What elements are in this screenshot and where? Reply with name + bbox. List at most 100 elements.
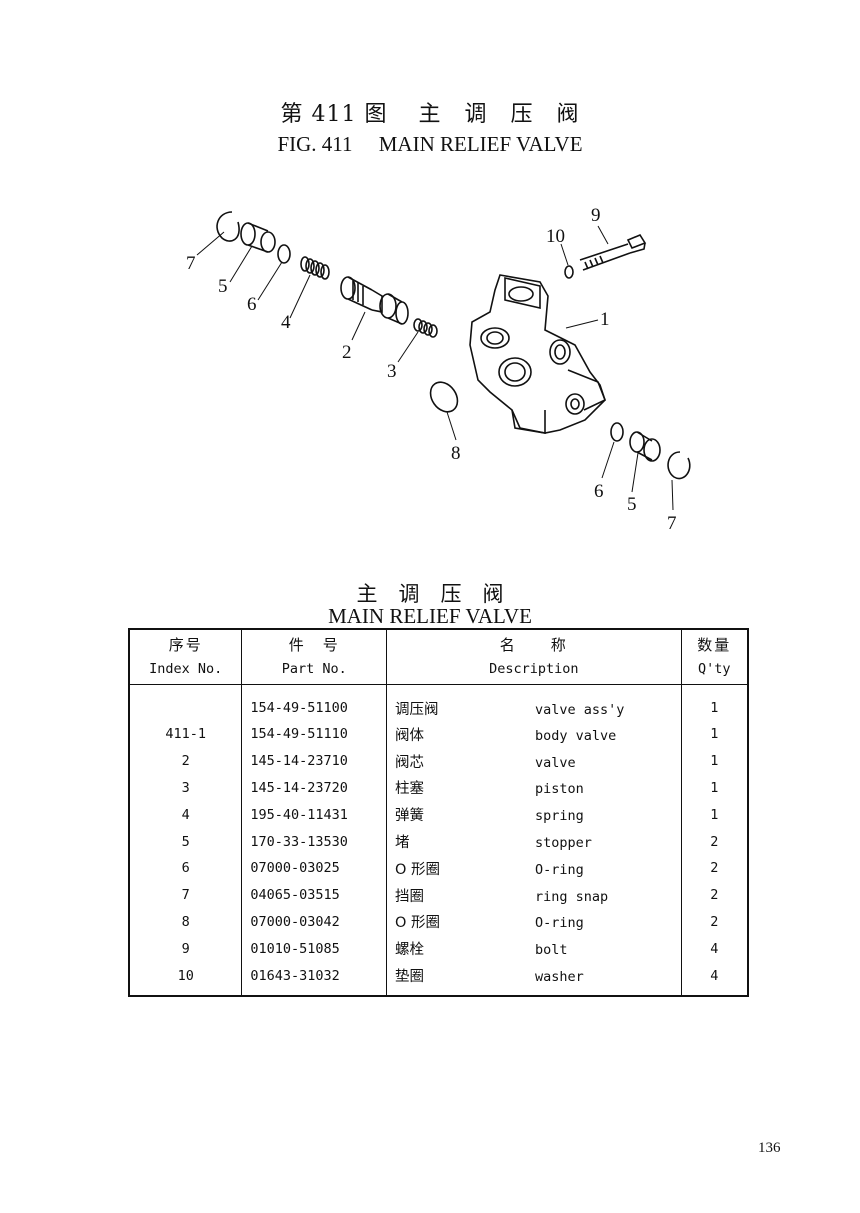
- description-en: O-ring: [535, 915, 584, 932]
- callout-5-right: 5: [627, 494, 637, 515]
- cell-index: 2: [129, 747, 243, 775]
- header-qty-en: Q'ty: [698, 661, 731, 677]
- callout-7-left: 7: [186, 253, 196, 274]
- figure-title-en: FIG. 411 MAIN RELIEF VALVE: [277, 132, 583, 156]
- cell-description: O 形圈 O-ring: [386, 908, 682, 936]
- cell-qty: 1: [710, 806, 719, 823]
- callout-10: 10: [546, 226, 565, 247]
- description-cn: 调压阀: [395, 701, 439, 718]
- description-cn: 挡圈: [395, 888, 424, 905]
- callout-5-left: 5: [218, 276, 228, 297]
- header-description-cn: 名 称: [499, 636, 568, 654]
- description-cn: 螺栓: [395, 942, 424, 959]
- figure-title-cn: 第 411 图 主 调 压 阀: [280, 102, 580, 127]
- header-description: 名 称 Description: [386, 629, 682, 685]
- o-ring-left-icon: [277, 244, 291, 264]
- description-cn: 弹簧: [395, 808, 424, 825]
- cell-description: 螺栓 bolt: [386, 935, 682, 963]
- description-en: stopper: [535, 835, 592, 852]
- cell-index: 7: [129, 881, 243, 909]
- valve-body-icon: [469, 274, 607, 434]
- cell-qty: 4: [710, 967, 719, 984]
- cell-part-no: 154-49-51110: [241, 721, 387, 748]
- snap-ring-left-icon: [216, 211, 240, 242]
- cell-part-no: 07000-03042: [241, 908, 387, 936]
- description-en: washer: [535, 969, 584, 986]
- cell-index: 9: [129, 935, 243, 963]
- cell-index: 4: [129, 801, 243, 829]
- callout-9: 9: [591, 205, 601, 226]
- piston-icon: [413, 318, 438, 338]
- cell-qty: 2: [710, 860, 719, 877]
- table-title-cn: 主 调 压 阀: [356, 582, 504, 606]
- header-part-no-en: Part No.: [281, 661, 347, 677]
- callout-2: 2: [342, 342, 352, 363]
- cell-part-no: 01643-31032: [241, 962, 387, 996]
- cell-description: 垫圈 washer: [386, 962, 682, 996]
- cell-description: O 形圈 O-ring: [386, 854, 682, 882]
- cell-part-no: 01010-51085: [241, 935, 387, 963]
- description-cn: 柱塞: [395, 781, 424, 798]
- description-en: piston: [535, 781, 584, 798]
- cell-qty: 1: [710, 779, 719, 796]
- description-en: bolt: [535, 942, 568, 959]
- o-ring-large-icon: [429, 381, 459, 413]
- page-number: 136: [758, 1140, 781, 1156]
- callout-7-right: 7: [667, 513, 677, 534]
- callout-6-right: 6: [594, 481, 604, 502]
- cell-description: 柱塞 piston: [386, 774, 682, 802]
- header-index-en: Index No.: [149, 661, 223, 677]
- cell-index: 8: [129, 908, 243, 936]
- cell-part-no: 145-14-23720: [241, 774, 387, 802]
- cell-part-no: 07000-03025: [241, 854, 387, 882]
- cell-qty: 2: [710, 887, 719, 904]
- cell-index: 411-1: [129, 721, 243, 748]
- cell-qty: 2: [710, 833, 719, 850]
- description-en: O-ring: [535, 861, 584, 878]
- header-qty-cn: 数量: [697, 636, 732, 654]
- description-cn: O 形圈: [395, 861, 441, 878]
- header-part-no: 件 号 Part No.: [241, 629, 387, 685]
- cell-index: 6: [129, 854, 243, 882]
- callout-3: 3: [387, 361, 397, 382]
- description-cn: 垫圈: [395, 969, 424, 986]
- header-index-cn: 序号: [168, 636, 203, 654]
- cell-index: [129, 684, 243, 721]
- description-cn: 阀体: [395, 727, 424, 744]
- cell-index: 10: [129, 962, 243, 996]
- description-en: spring: [535, 808, 584, 825]
- description-cn: 堵: [395, 835, 410, 852]
- spring-icon: [300, 256, 330, 280]
- cell-part-no: 195-40-11431: [241, 801, 387, 829]
- description-cn: O 形圈: [395, 915, 441, 932]
- o-ring-right-icon: [610, 422, 624, 442]
- header-description-en: Description: [489, 661, 579, 677]
- exploded-view-diagram: 7 5 6 4 2 3 8 10 9 1 6 5 7: [186, 205, 691, 534]
- description-en: valve: [535, 754, 576, 771]
- callout-6-left: 6: [247, 294, 257, 315]
- cell-description: 堵 stopper: [386, 828, 682, 855]
- cell-part-no: 170-33-13530: [241, 828, 387, 855]
- cell-qty: 2: [710, 913, 719, 930]
- table-title-en: MAIN RELIEF VALVE: [328, 604, 532, 628]
- cell-part-no: 04065-03515: [241, 881, 387, 909]
- cell-part-no: 145-14-23710: [241, 747, 387, 775]
- cell-qty: 1: [710, 726, 719, 743]
- header-part-no-cn: 件 号: [288, 636, 340, 654]
- washer-icon: [564, 265, 574, 279]
- stopper-left-icon: [240, 222, 256, 246]
- cell-qty: 1: [710, 753, 719, 770]
